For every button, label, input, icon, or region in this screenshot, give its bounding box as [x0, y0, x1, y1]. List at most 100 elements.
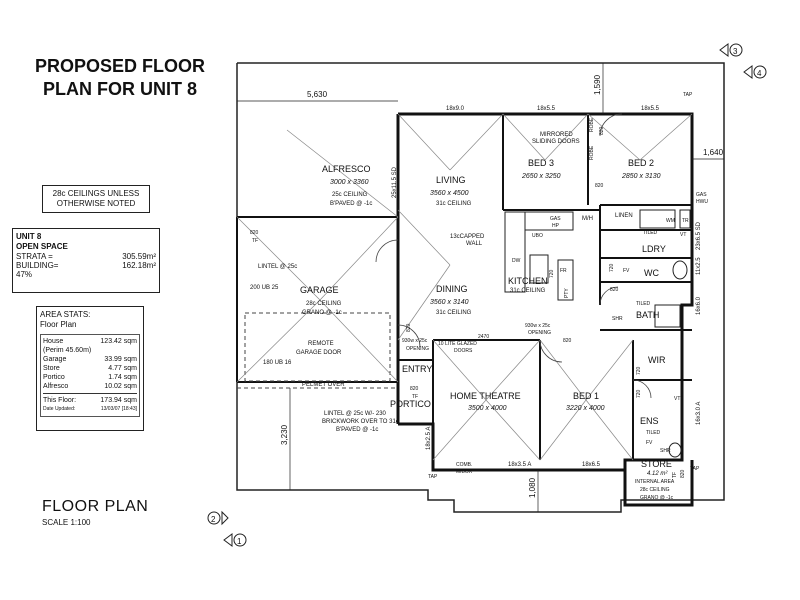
dining-note: 31c CEILING [436, 310, 472, 316]
tap-top: TAP [683, 92, 693, 98]
pty-label: PTY [564, 288, 570, 298]
lite-doors-2: DOORS [454, 348, 473, 354]
strata-row: STRATA = 305.59m² [16, 252, 156, 261]
area-row: Garage 33.99 sqm [43, 355, 137, 364]
strata-value: 305.59m² [122, 252, 156, 261]
trough-label: TR [682, 218, 689, 224]
marker-4: 4 [757, 69, 762, 78]
door-820-h: 820 [680, 469, 686, 478]
opening-1b: OPENING [406, 346, 429, 352]
door-820-e: 820 [563, 338, 572, 344]
alfresco-label: ALFRESCO [322, 164, 371, 174]
kitchen-counters [504, 211, 574, 301]
dim-1590: 1,590 [593, 74, 602, 95]
window-18x65: 18x6.5 [582, 462, 601, 468]
area-row: (Perim 45.60m) [43, 346, 137, 355]
tiled-label-2: TILED [636, 301, 651, 307]
floor-plan-label: FLOOR PLAN [42, 498, 149, 515]
gas-hp-label: GAS [550, 216, 561, 222]
dining-dims: 3560 x 3140 [430, 299, 469, 306]
marker-1: 1 [237, 537, 242, 546]
unit-name: UNIT 8 [16, 232, 42, 241]
wm-label: WM [666, 218, 675, 224]
home-theatre-label: HOME THEATRE [450, 391, 521, 401]
alfresco-dims: 3000 x 3360 [330, 179, 369, 186]
kitchen-note: 31c CEILING [510, 288, 546, 294]
bed2-dims: 2850 x 3130 [621, 173, 661, 180]
opening-2: 930w x 25c [525, 323, 551, 329]
area-stats-title: AREA STATS: [40, 310, 91, 319]
area-stats-subtitle: Floor Plan [40, 320, 77, 329]
store-note1: 28c CEILING [640, 487, 670, 493]
gas-hwu-label: GAS [696, 192, 707, 198]
mh-label: M/H [582, 216, 593, 222]
window-25x115: 25x11.5 SD [392, 166, 398, 198]
ub180-label: 180 UB 16 [263, 360, 292, 366]
area-row-value: 33.99 sqm [104, 356, 137, 363]
ldry-label: LDRY [642, 244, 666, 254]
area-row-label: (Perim 45.60m) [43, 347, 92, 354]
area-row-label: Store [43, 365, 60, 372]
area-row-label: House [43, 338, 64, 345]
ubo-label: UBO [532, 233, 543, 239]
wc-label: WC [644, 268, 659, 278]
window-18x55-b: 18x5.5 [641, 106, 660, 112]
sliding-doors-label: SLIDING DOORS [532, 139, 580, 145]
area-row-value: 1.74 sqm [108, 374, 137, 381]
shr-label-1: SHR [612, 316, 623, 322]
lintel-label: LINTEL @ 25c [258, 264, 297, 270]
dim-3230: 3,230 [280, 424, 289, 445]
fr-label: FR [560, 268, 567, 274]
unit-info-box: UNIT 8 OPEN SPACE STRATA = 305.59m² BUIL… [12, 228, 160, 293]
window-18x35: 18x3.5 A [508, 462, 531, 468]
area-total-label: This Floor: [43, 397, 77, 404]
unit-type: OPEN SPACE [16, 242, 68, 251]
entry-label: ENTRY [402, 364, 432, 374]
dim-5630: 5,630 [307, 90, 328, 99]
living-dims: 3560 x 4500 [430, 190, 469, 197]
ceiling-note: 28c CEILINGS UNLESS OTHERWISE NOTED [42, 185, 150, 213]
bed1-label: BED 1 [573, 391, 599, 401]
garage-label: GARAGE [300, 285, 339, 295]
kitchen-label: KITCHEN [508, 276, 548, 286]
building-value: 162.18m² [122, 261, 156, 270]
roof-lines [236, 113, 693, 461]
door-720-a: 720 [549, 269, 555, 278]
fv-label-1: FV [623, 268, 630, 274]
pelmet-label: PELMET OVER [302, 382, 345, 388]
tf-label-1: TF [252, 238, 258, 244]
ens-label: ENS [640, 416, 659, 426]
ub200-label: 200 UB 25 [250, 285, 279, 291]
lintel2-label: LINTEL @ 25c W/- 230 [324, 411, 387, 417]
mirrored-label: MIRRORED [540, 132, 573, 138]
area-row-label: Alfresco [43, 383, 69, 390]
hp-label: HP [552, 223, 560, 229]
window-18x55-a: 18x5.5 [537, 106, 556, 112]
opening-2b: OPENING [528, 330, 551, 336]
tap-bottom-left: TAP [428, 474, 438, 480]
home-theatre-dims: 3500 x 4000 [468, 405, 507, 412]
bpaved-label: B'PAVED @ -1c [336, 427, 378, 433]
remote-door-label: GARAGE DOOR [296, 350, 342, 356]
store-dims: 4.12 m² [647, 471, 668, 477]
area-total-value: 173.94 sqm [100, 397, 137, 404]
window-16x30: 16x3.0 A [696, 402, 702, 425]
building-row: BUILDING= 162.18m² [16, 261, 156, 270]
area-row-label: Garage [43, 356, 67, 363]
window-16x60: 16x6.0 [696, 296, 702, 315]
hwu-label: HWU [696, 199, 708, 205]
door-swings [375, 113, 652, 399]
bed1-dims: 3220 x 4000 [566, 405, 605, 412]
window-23x65: 23x6.5 SD [696, 221, 702, 250]
door-820-b: 820 [595, 183, 604, 189]
dim-1080: 1,080 [528, 477, 537, 498]
dimension-lines [237, 63, 724, 512]
alfresco-note2: B'PAVED @ -1c [330, 201, 372, 207]
bath-label: BATH [636, 310, 659, 320]
